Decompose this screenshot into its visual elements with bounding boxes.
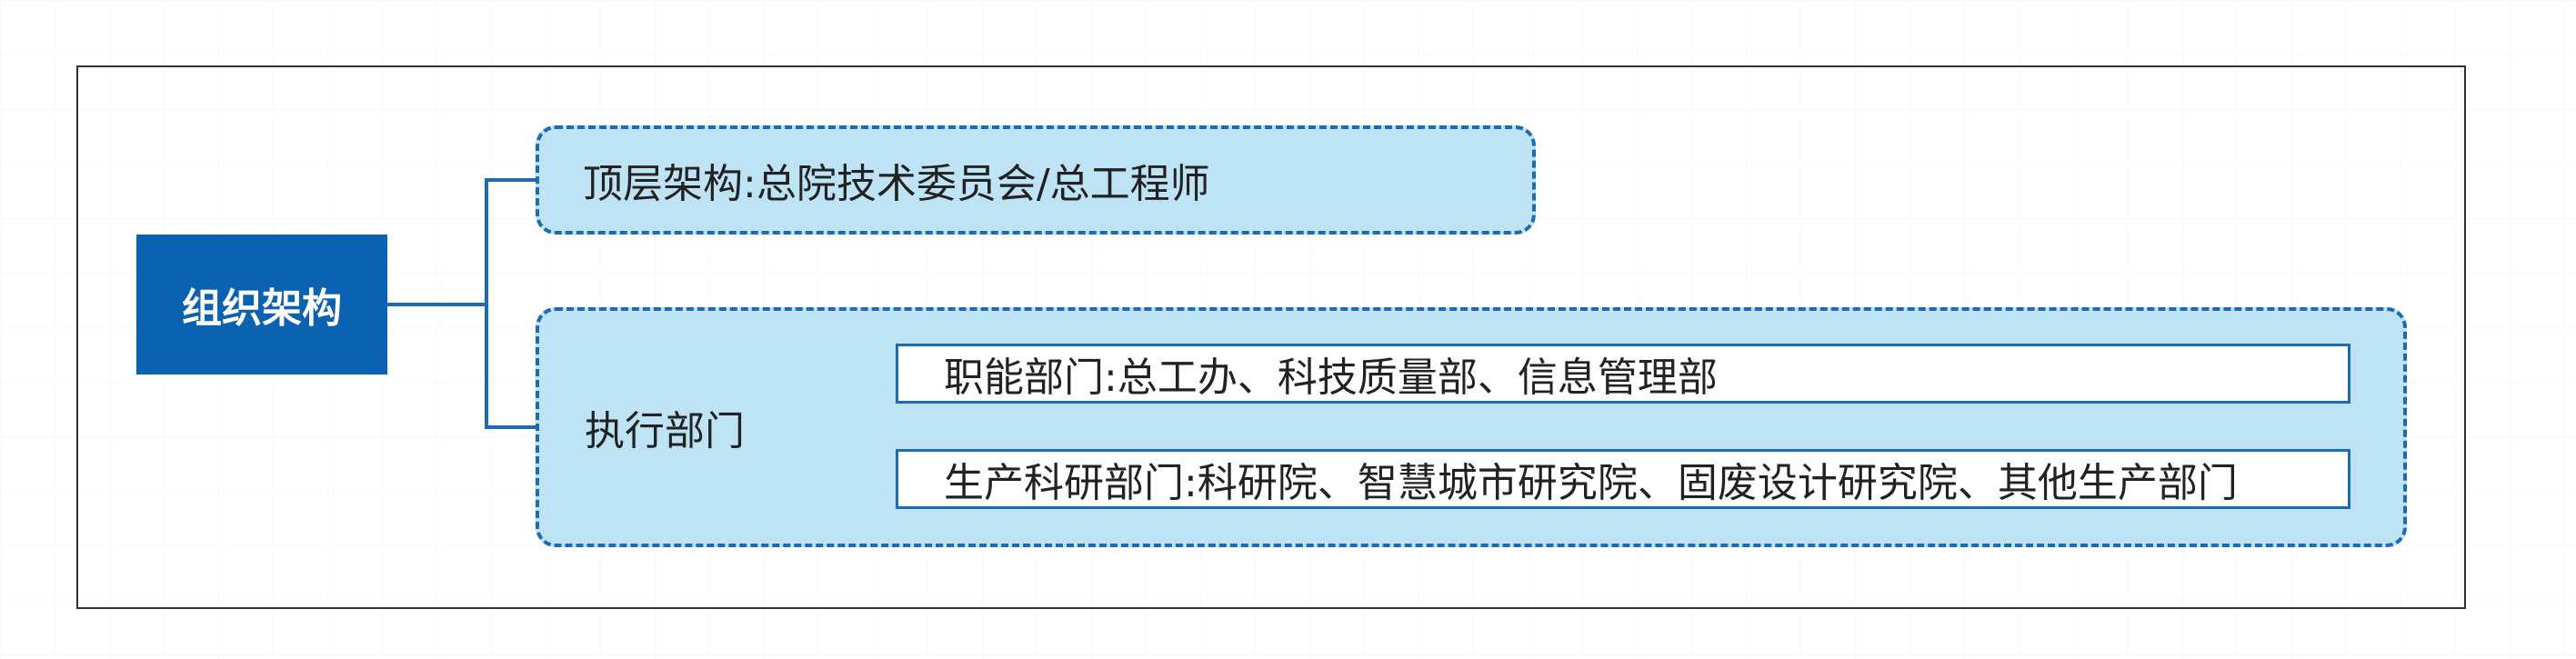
top-layer-node: 顶层架构:总院技术委员会/总工程师: [536, 125, 1536, 235]
production-dept-label: 生产科研部门:科研院、智慧城市研究院、固废设计研究院、其他生产部门: [944, 460, 2238, 506]
root-node-label: 组织架构: [182, 285, 342, 332]
functional-dept-node: 职能部门:总工办、科技质量部、信息管理部: [896, 344, 2350, 404]
root-node: 组织架构: [136, 235, 387, 374]
diagram-frame: [76, 65, 2466, 609]
exec-node-label: 执行部门: [585, 408, 745, 454]
production-dept-node: 生产科研部门:科研院、智慧城市研究院、固废设计研究院、其他生产部门: [896, 449, 2350, 509]
top-layer-label: 顶层架构:总院技术委员会/总工程师: [583, 161, 1210, 207]
functional-dept-label: 职能部门:总工办、科技质量部、信息管理部: [944, 354, 1718, 401]
